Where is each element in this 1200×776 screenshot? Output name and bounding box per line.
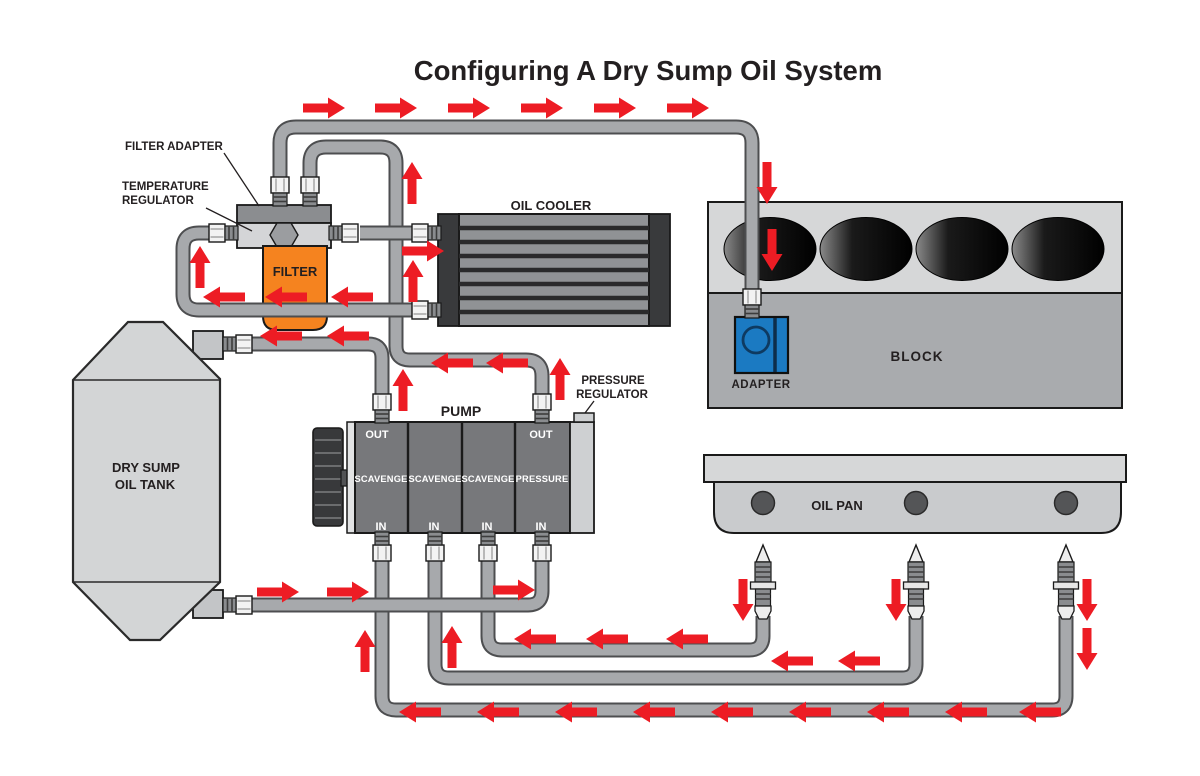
fitting-filter-top-right: [300, 176, 320, 207]
tank-label-line2: OIL TANK: [115, 477, 176, 492]
oil-pan: OIL PAN: [703, 454, 1127, 534]
cylinder-bore: [819, 217, 913, 281]
tank-label-line1: DRY SUMP: [112, 460, 180, 475]
oil-pan-label: OIL PAN: [811, 498, 863, 513]
pump-in4-label: IN: [536, 521, 547, 533]
fitting-pump-out4: [532, 393, 552, 424]
fitting-pump-in3: [478, 531, 498, 562]
hose-scavenge-return-to-tank: [250, 338, 388, 396]
hose-pressure-to-filter: [304, 141, 548, 396]
pump-in1-label: IN: [376, 521, 387, 533]
pressure-regulator-label-line2: REGULATOR: [576, 389, 648, 401]
pan-flange: [703, 454, 1127, 483]
cooler-right-tank: [648, 213, 671, 327]
engine-block: BLOCK ADAPTER: [707, 201, 1123, 409]
pump-pulley: [312, 427, 344, 527]
pan-drain-port: [903, 490, 929, 516]
hose-cooler-return-loop: [177, 227, 414, 316]
oil-cooler-label: OIL COOLER: [511, 198, 592, 213]
hose-scavenge-line-2: [429, 559, 922, 684]
diagram-title: Configuring A Dry Sump Oil System: [414, 55, 883, 86]
fitting-pump-in2: [425, 531, 445, 562]
block-adapter: [733, 315, 790, 375]
pump-out1-label: OUT: [365, 429, 389, 441]
pump-in2-label: IN: [429, 521, 440, 533]
pressure-regulator-tab: [573, 412, 595, 423]
temperature-regulator-label-line1: TEMPERATURE: [122, 181, 209, 193]
adapter-label: ADAPTER: [731, 379, 790, 391]
fitting-tank-bottom: [222, 595, 253, 615]
pump-section2-label: SCAVENGE: [408, 474, 461, 484]
dry-sump-oil-tank: DRY SUMP OIL TANK: [71, 320, 224, 642]
temperature-regulator-pointer-line: [205, 207, 253, 232]
pan-drain-port: [750, 490, 776, 516]
fitting-pump-out1: [372, 393, 392, 424]
hose-tank-to-pressure-in: [250, 559, 548, 611]
filter-adapter-label: FILTER ADAPTER: [125, 141, 223, 153]
pump-section3-label: SCAVENGE: [461, 474, 514, 484]
fitting-temp-reg-right: [328, 223, 359, 243]
pressure-regulator-label-line1: PRESSURE: [581, 375, 645, 387]
block-label: BLOCK: [891, 349, 944, 364]
pump-section1-label: SCAVENGE: [354, 474, 407, 484]
filter-adapter-cap: [236, 204, 332, 224]
callouts: FILTER ADAPTER TEMPERATURE REGULATOR PRE…: [122, 141, 649, 414]
fitting-pump-in1: [372, 531, 392, 562]
tank-top-port: [192, 330, 224, 360]
pump-section4-label: PRESSURE: [516, 474, 569, 484]
cylinder-bore: [1011, 217, 1105, 281]
fitting-cooler-bottom: [411, 300, 442, 320]
fitting-tank-top: [222, 334, 253, 354]
pump-out4-label: OUT: [529, 429, 553, 441]
pump-in3-label: IN: [482, 521, 493, 533]
hose-scavenge-line-1: [482, 559, 769, 656]
pan-drain-port: [1053, 490, 1079, 516]
hose-filter-to-block: [274, 121, 758, 293]
filter-adapter-pointer-line: [223, 152, 260, 207]
filter-label: FILTER: [273, 264, 318, 279]
hex-nut: [269, 222, 299, 248]
fitting-temp-reg-left: [208, 223, 239, 243]
temperature-regulator-label-line2: REGULATOR: [122, 195, 194, 207]
fitting-filter-top-left: [270, 176, 290, 207]
pump-label: PUMP: [441, 403, 481, 419]
fitting-block-adapter: [742, 288, 762, 319]
fitting-pump-in4: [532, 531, 552, 562]
adapter-port-circle: [741, 325, 771, 355]
oil-pump: PUMP OUT OUT SCAVENGE SCAVENGE SCAVENGE …: [312, 403, 595, 534]
oil-cooler: OIL COOLER: [437, 198, 671, 327]
pressure-regulator-pointer-line: [584, 400, 595, 414]
fitting-cooler-top: [411, 223, 442, 243]
pressure-regulator-housing: [569, 421, 595, 534]
cylinder-bore: [915, 217, 1009, 281]
